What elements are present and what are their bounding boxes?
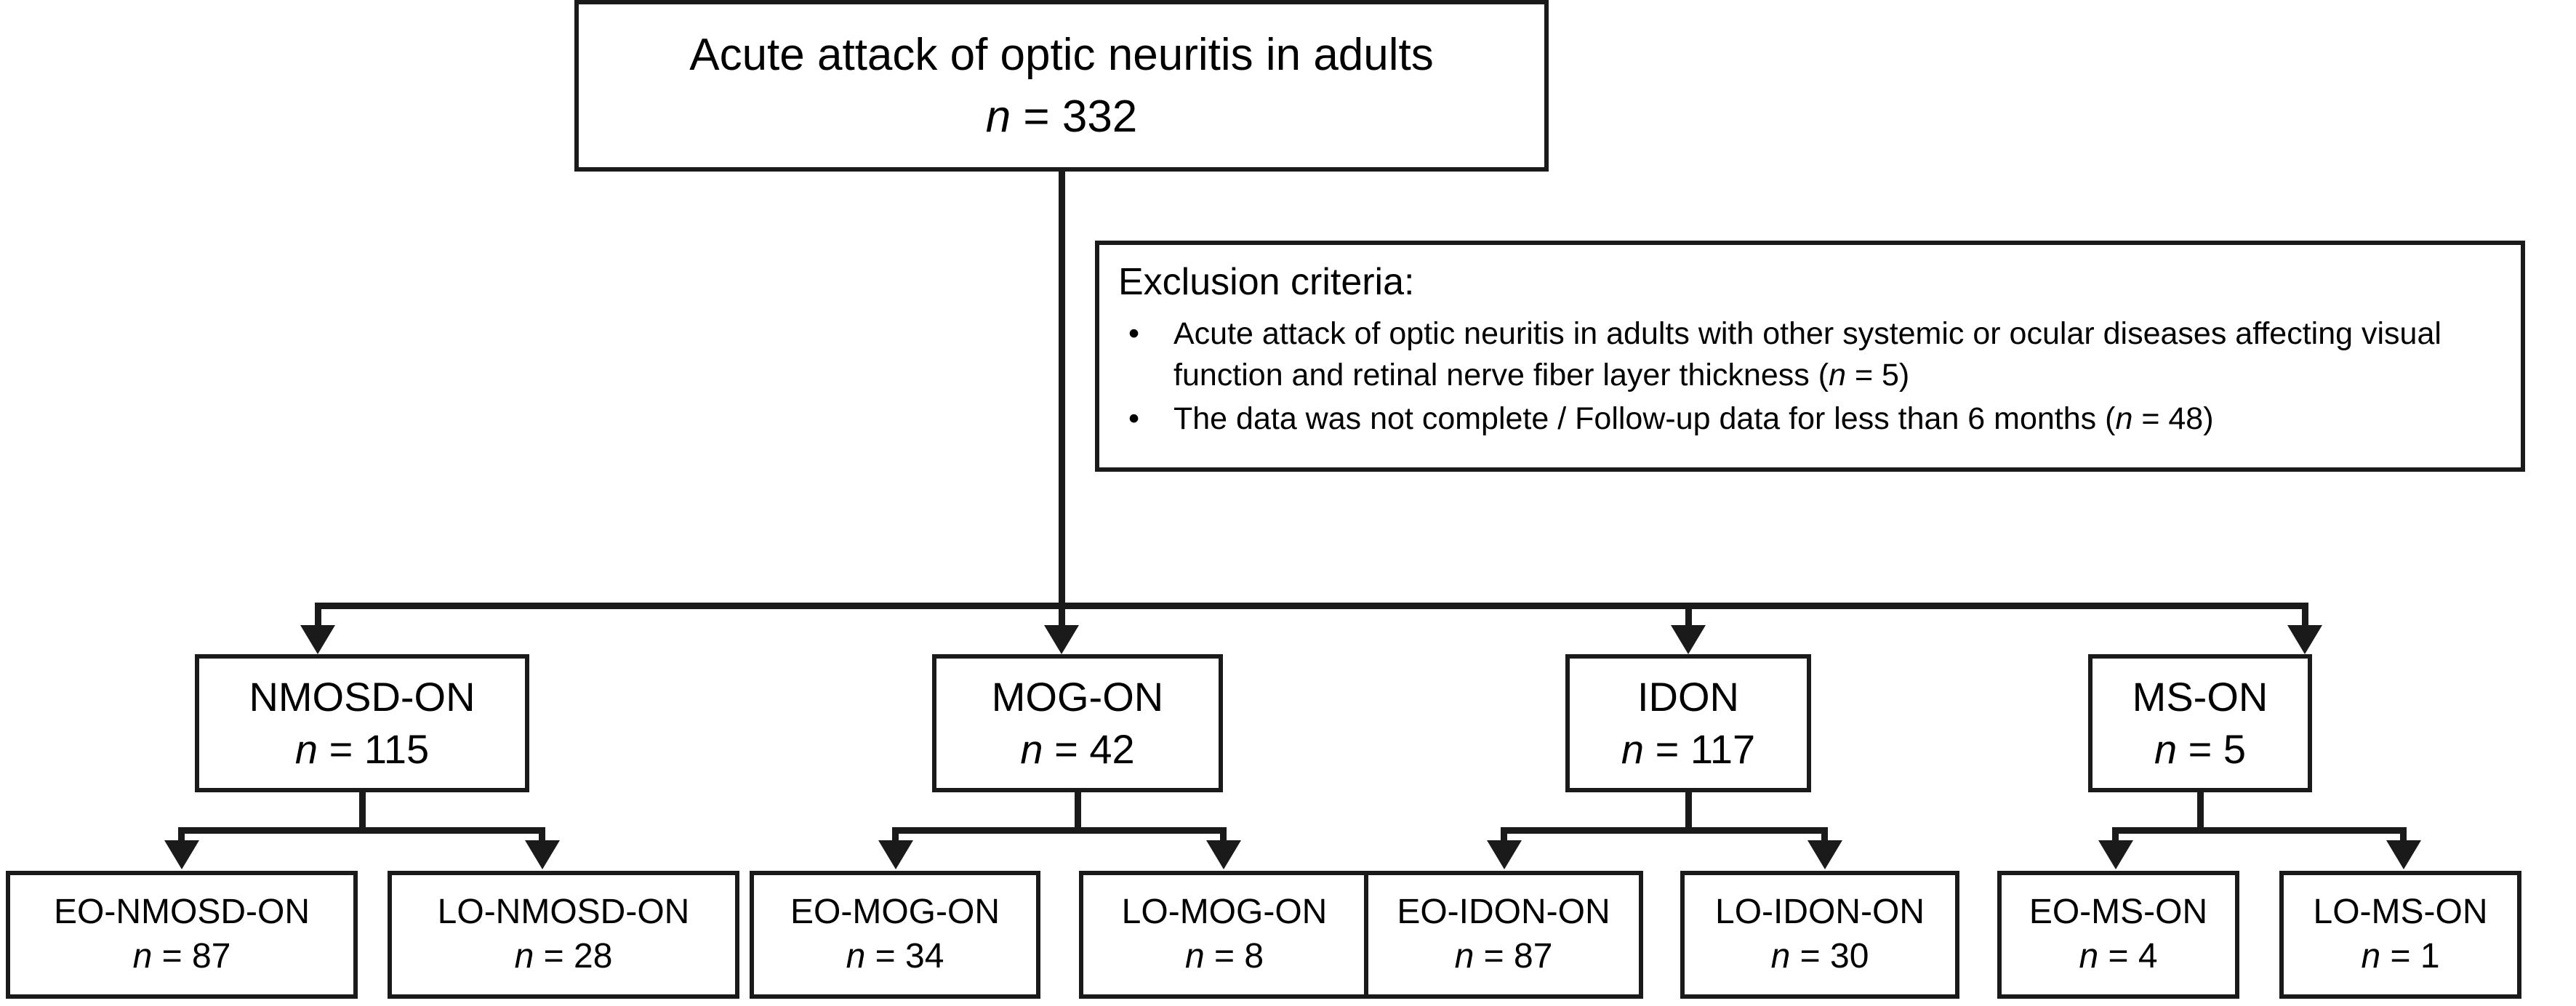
subgroup-node-lo-nmosd-on: LO-NMOSD-ON n = 28 [388,871,739,999]
level2-distribution-bar [315,603,2308,609]
connector-to-ms [2302,603,2308,628]
nmosd-split-stem [359,792,366,830]
subgroup-node-eo-idon-on: EO-IDON-ON n = 87 [1364,871,1643,999]
group-node-label: NMOSD-ON [249,673,476,720]
subgroup-node-count: n = 28 [514,937,613,975]
subgroup-node-eo-ms-on: EO-MS-ON n = 4 [1997,871,2239,999]
connector-to-lo-idon [1821,827,1828,843]
subgroup-node-label: EO-IDON-ON [1397,893,1610,932]
exclusion-criteria-item: • Acute attack of optic neuritis in adul… [1118,313,2502,396]
subgroup-node-count: n = 34 [846,937,944,975]
connector-to-eo-idon [1501,827,1507,843]
subgroup-node-label: LO-IDON-ON [1715,893,1925,932]
group-node-count: n = 42 [1020,726,1135,772]
exclusion-criteria-item-text: The data was not complete / Follow-up da… [1173,401,2214,437]
subgroup-node-count: n = 87 [132,937,231,975]
arrowhead-to-lo-ms [2386,840,2421,869]
connector-to-mog [1059,603,1065,628]
bullet-icon: • [1128,401,1140,437]
connector-to-lo-nmosd [539,827,545,843]
subgroup-node-label: LO-NMOSD-ON [437,893,690,932]
nmosd-split-bar [178,827,545,834]
arrowhead-to-mog [1044,625,1079,654]
group-node-label: MOG-ON [991,673,1164,720]
subgroup-node-lo-ms-on: LO-MS-ON n = 1 [2279,871,2521,999]
group-node-mog-on: MOG-ON n = 42 [932,654,1223,792]
arrowhead-to-lo-mog [1206,840,1241,869]
root-node-acute-optic-neuritis: Acute attack of optic neuritis in adults… [574,0,1549,172]
subgroup-node-eo-mog-on: EO-MOG-ON n = 34 [750,871,1040,999]
exclusion-criteria-item: • The data was not complete / Follow-up … [1118,398,2502,440]
root-to-distribution-stem [1059,172,1065,608]
subgroup-node-label: EO-MS-ON [2029,893,2208,932]
group-node-count: n = 115 [294,726,430,772]
arrowhead-to-eo-ms [2098,840,2133,869]
subgroup-node-label: LO-MOG-ON [1121,893,1328,932]
group-node-count: n = 117 [1621,726,1756,772]
arrowhead-to-eo-mog [878,840,913,869]
subgroup-node-count: n = 87 [1454,937,1553,975]
arrowhead-to-ms [2287,625,2322,654]
group-node-label: IDON [1637,673,1739,720]
subgroup-node-count: n = 1 [2361,937,2440,975]
bullet-icon: • [1128,315,1140,351]
group-node-ms-on: MS-ON n = 5 [2088,654,2312,792]
connector-to-eo-ms [2112,827,2119,843]
connector-to-nmosd [315,603,321,628]
ms-split-stem [2197,792,2204,830]
arrowhead-to-eo-nmosd [164,840,199,869]
subgroup-node-lo-mog-on: LO-MOG-ON n = 8 [1079,871,1370,999]
connector-to-idon [1685,603,1692,628]
root-node-label: Acute attack of optic neuritis in adults [689,29,1434,80]
arrowhead-to-lo-idon [1807,840,1842,869]
connector-to-eo-mog [892,827,899,843]
group-node-count: n = 5 [2154,726,2247,772]
mog-split-stem [1075,792,1081,830]
arrowhead-to-eo-idon [1487,840,1522,869]
idon-split-stem [1685,792,1692,830]
subgroup-node-label: EO-MOG-ON [790,893,1000,932]
ms-split-bar [2112,827,2407,834]
subgroup-node-eo-nmosd-on: EO-NMOSD-ON n = 87 [6,871,358,999]
subgroup-node-label: LO-MS-ON [2313,893,2488,932]
subgroup-node-count: n = 8 [1184,937,1264,975]
arrowhead-to-nmosd [300,625,335,654]
group-node-idon: IDON n = 117 [1565,654,1811,792]
arrowhead-to-idon [1671,625,1706,654]
subgroup-node-count: n = 30 [1770,937,1869,975]
root-node-count: n = 332 [985,92,1138,142]
subgroup-node-count: n = 4 [2079,937,2158,975]
group-node-nmosd-on: NMOSD-ON n = 115 [195,654,529,792]
connector-to-lo-mog [1220,827,1227,843]
exclusion-criteria-item-text: Acute attack of optic neuritis in adults… [1173,315,2441,393]
exclusion-criteria-heading: Exclusion criteria: [1118,261,1415,303]
connector-to-lo-ms [2400,827,2407,843]
connector-to-eo-nmosd [178,827,185,843]
mog-split-bar [892,827,1227,834]
subgroup-node-label: EO-NMOSD-ON [54,893,310,932]
arrowhead-to-lo-nmosd [525,840,560,869]
subgroup-node-lo-idon-on: LO-IDON-ON n = 30 [1680,871,1959,999]
idon-split-bar [1501,827,1828,834]
exclusion-criteria-node: Exclusion criteria: • Acute attack of op… [1095,241,2525,472]
group-node-label: MS-ON [2132,673,2268,720]
